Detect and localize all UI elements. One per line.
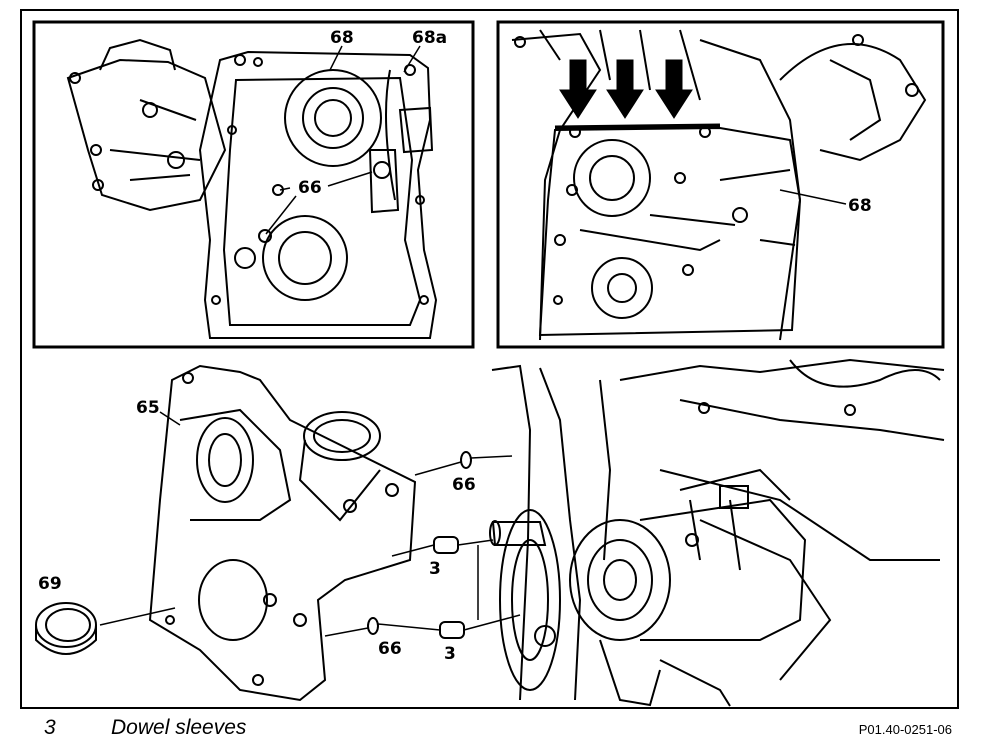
panel-bottom bbox=[35, 358, 945, 707]
callout-68-top-right: 68 bbox=[848, 196, 872, 216]
arrow-down-icon bbox=[655, 59, 693, 119]
callout-69: 69 bbox=[38, 574, 62, 594]
callout-3-upper: 3 bbox=[429, 559, 441, 579]
arrow-icons bbox=[559, 59, 693, 119]
callout-68-top-left: 68 bbox=[330, 28, 354, 48]
dowel-sleeve-lower bbox=[439, 621, 465, 639]
callout-66-lower: 66 bbox=[378, 639, 402, 659]
leader-lines bbox=[99, 411, 521, 637]
legend-item-number: 3 bbox=[44, 716, 56, 739]
o-ring-lower bbox=[367, 617, 379, 635]
o-ring-upper bbox=[460, 451, 472, 469]
callout-65: 65 bbox=[136, 398, 160, 418]
dowel-sleeve-upper bbox=[433, 536, 459, 554]
arrow-down-icon bbox=[559, 59, 597, 119]
callout-3-lower: 3 bbox=[444, 644, 456, 664]
legend-item-text: Dowel sleeves bbox=[111, 716, 247, 739]
arrow-down-icon bbox=[606, 59, 644, 119]
panel-top-right bbox=[496, 20, 945, 349]
panel-top-left bbox=[32, 20, 475, 349]
outer-border bbox=[20, 9, 959, 709]
callout-66-top-left: 66 bbox=[298, 178, 322, 198]
figure-id: P01.40-0251-06 bbox=[858, 722, 952, 737]
callout-66-upper: 66 bbox=[452, 475, 476, 495]
callout-68a-top-left: 68a bbox=[412, 28, 448, 48]
